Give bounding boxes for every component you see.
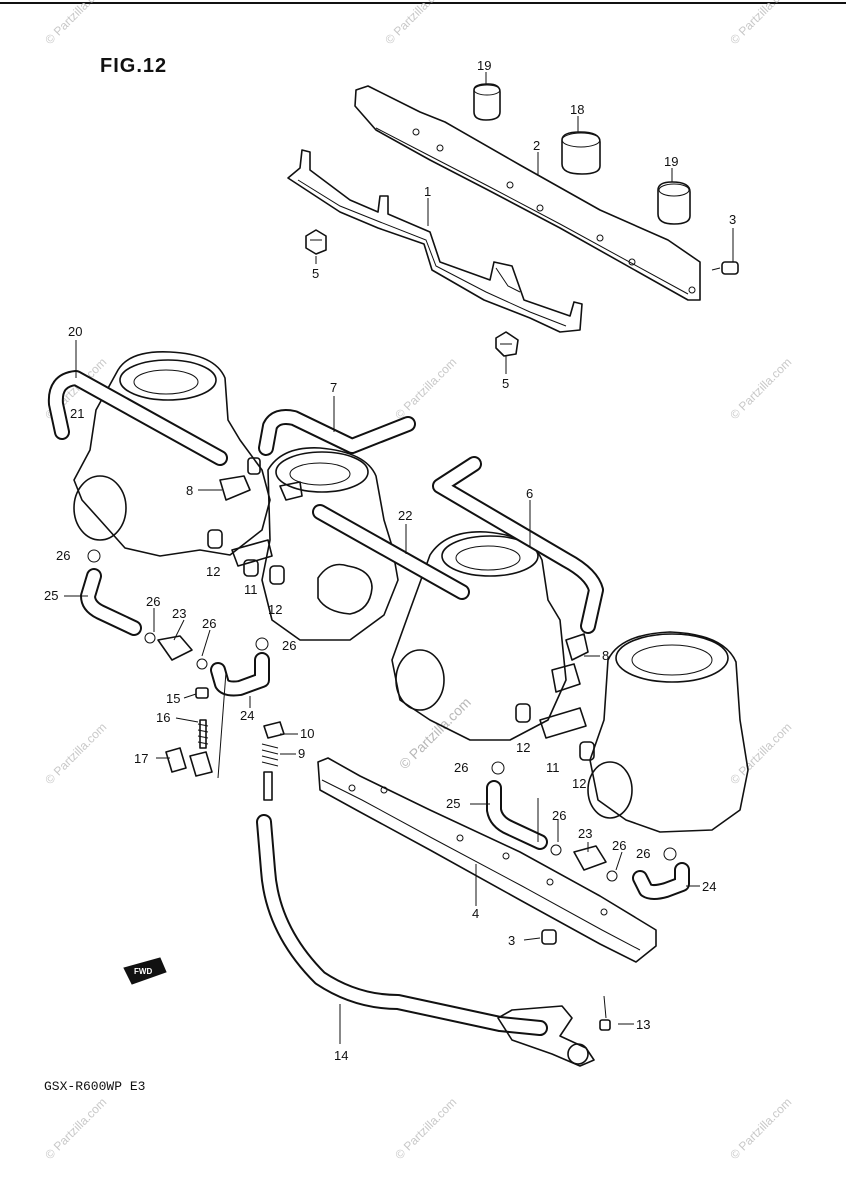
hose-24-right <box>632 862 690 900</box>
callout-26: 26 <box>636 846 650 861</box>
hose-24-left <box>210 652 270 697</box>
valve-13 <box>497 995 611 1067</box>
fitting-cluster-right <box>515 703 595 761</box>
watermark: © Partzilla.com <box>42 0 109 47</box>
fwd-label: FWD <box>134 967 152 976</box>
hose-14 <box>256 814 548 1036</box>
carburetor-1 <box>73 351 271 557</box>
fwd-arrow-icon: FWD <box>123 957 167 985</box>
callout-19: 19 <box>664 154 678 169</box>
fitting-8-left <box>219 457 303 501</box>
callout-25: 25 <box>44 588 58 603</box>
bracket-wire-lower <box>287 149 583 333</box>
callout-26: 26 <box>202 616 216 631</box>
leader-lines <box>64 72 700 1044</box>
watermark: © Partzilla.com <box>382 0 449 47</box>
hose-25-left <box>80 568 142 636</box>
fitting-8-right <box>551 633 589 693</box>
rubber-cushion-19-right <box>657 181 691 225</box>
clip-5-center <box>495 331 519 357</box>
callout-12: 12 <box>268 602 282 617</box>
callout-labels: 19 18 2 19 3 1 5 5 20 21 7 6 22 8 26 12 … <box>44 58 736 1063</box>
watermark: © Partzilla.com <box>392 1095 459 1162</box>
clip-5-left <box>305 229 327 255</box>
callout-13: 13 <box>636 1017 650 1032</box>
fitting-23-left <box>144 632 208 670</box>
callout-20: 20 <box>68 324 82 339</box>
hose-20 <box>47 370 228 466</box>
hose-6 <box>432 456 604 634</box>
callout-26: 26 <box>454 760 468 775</box>
callout-16: 16 <box>156 710 170 725</box>
callout-26: 26 <box>282 638 296 653</box>
callout-22: 22 <box>398 508 412 523</box>
callout-25: 25 <box>446 796 460 811</box>
screw-3-bottom <box>541 929 557 945</box>
callout-15: 15 <box>166 691 180 706</box>
rubber-cushion-18 <box>561 131 601 175</box>
callout-7: 7 <box>330 380 337 395</box>
callout-17: 17 <box>134 751 148 766</box>
callout-12: 12 <box>206 564 220 579</box>
screw-3-top <box>711 228 739 275</box>
watermark-layer: © Partzilla.com © Partzilla.com © Partzi… <box>42 0 794 1162</box>
callout-1: 1 <box>424 184 431 199</box>
callout-19: 19 <box>477 58 491 73</box>
callout-8: 8 <box>186 483 193 498</box>
callout-14: 14 <box>334 1048 348 1063</box>
callout-10: 10 <box>300 726 314 741</box>
rubber-cushion-19-top <box>473 83 501 121</box>
spring-group-left <box>165 687 213 777</box>
callout-26: 26 <box>612 838 626 853</box>
callout-12: 12 <box>516 740 530 755</box>
callout-8: 8 <box>602 648 609 663</box>
watermark: © Partzilla.com <box>42 1095 109 1162</box>
callout-23: 23 <box>578 826 592 841</box>
hose-7 <box>258 409 416 456</box>
watermark: © Partzilla.com <box>727 1095 794 1162</box>
callout-6: 6 <box>526 486 533 501</box>
callout-11: 11 <box>546 760 560 775</box>
callout-26: 26 <box>56 548 70 563</box>
callout-24: 24 <box>240 708 254 723</box>
rod-left <box>217 671 227 779</box>
callout-2: 2 <box>533 138 540 153</box>
carburetor-4 <box>587 631 749 833</box>
bracket-plate-upper <box>354 85 701 301</box>
callout-11: 11 <box>244 582 258 597</box>
fitting-23-right <box>550 844 618 882</box>
callout-5: 5 <box>502 376 509 391</box>
callout-5: 5 <box>312 266 319 281</box>
watermark: © Partzilla.com <box>727 0 794 47</box>
callout-23: 23 <box>172 606 186 621</box>
callout-24: 24 <box>702 879 716 894</box>
fitting-cluster-left <box>207 529 285 585</box>
hose-22 <box>312 504 470 600</box>
figure-title: FIG.12 <box>100 55 167 77</box>
callout-26: 26 <box>552 808 566 823</box>
callout-21: 21 <box>70 406 84 421</box>
watermark: © Partzilla.com <box>42 720 109 787</box>
model-code: GSX-R600WP E3 <box>44 1079 145 1094</box>
watermark: © Partzilla.com <box>392 355 459 422</box>
watermark: © Partzilla.com <box>727 355 794 422</box>
callout-18: 18 <box>570 102 584 117</box>
callout-12: 12 <box>572 776 586 791</box>
carburetor-2 <box>261 447 399 641</box>
watermark: © Partzilla.com <box>727 720 794 787</box>
callout-26: 26 <box>146 594 160 609</box>
callout-3: 3 <box>508 933 515 948</box>
callout-3: 3 <box>729 212 736 227</box>
bracket-plate-lower <box>317 757 657 963</box>
callout-9: 9 <box>298 746 305 761</box>
hose-25-right <box>486 780 548 850</box>
clamp-26-group <box>87 549 677 861</box>
callout-4: 4 <box>472 906 479 921</box>
